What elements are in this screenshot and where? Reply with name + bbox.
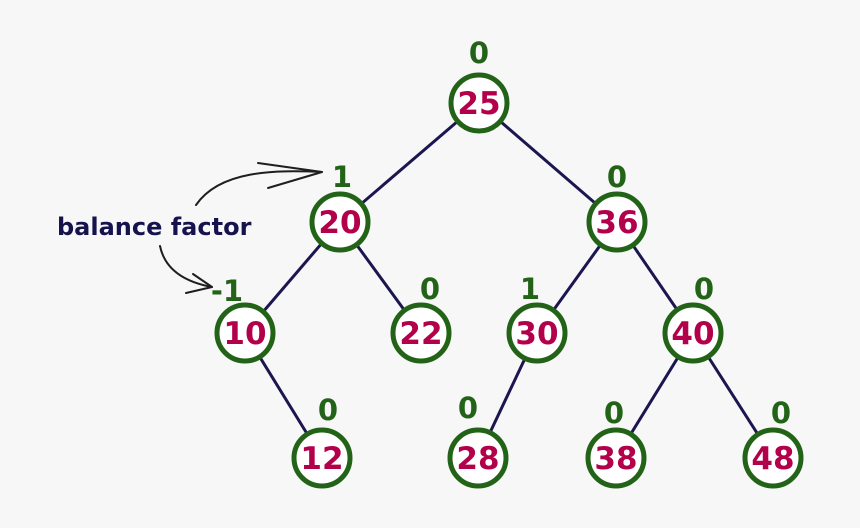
node-value: 40 [671, 316, 714, 352]
balance-factor-10: -1 [211, 274, 243, 308]
balance-factor-40: 0 [694, 272, 714, 306]
node-22: 22 [390, 302, 452, 364]
annotation: balance factor [57, 162, 323, 294]
annotation-arrowhead-lower [185, 273, 213, 294]
node-30: 30 [506, 302, 568, 364]
balance-factor-20: 1 [332, 160, 352, 194]
node-circle [662, 302, 724, 364]
node-36: 36 [586, 191, 648, 253]
node-12: 12 [291, 427, 353, 489]
node-value: 36 [595, 205, 638, 241]
node-value: 10 [223, 316, 266, 352]
node-circle [214, 302, 276, 364]
balance-factor-22: 0 [420, 272, 440, 306]
node-48: 48 [742, 427, 804, 489]
node-value: 25 [457, 86, 500, 122]
node-circle [448, 72, 510, 134]
node-circle [390, 302, 452, 364]
balance-factor-12: 0 [318, 393, 338, 427]
node-value: 30 [515, 316, 558, 352]
annotation-label: balance factor [57, 213, 252, 241]
annotation-arrowhead-upper [257, 162, 323, 189]
balance-factor-25: 0 [469, 36, 489, 70]
node-28: 28 [447, 427, 509, 489]
node-value: 28 [456, 441, 499, 477]
node-10: 10 [214, 302, 276, 364]
node-circle [447, 427, 509, 489]
node-circle [506, 302, 568, 364]
node-value: 20 [318, 205, 361, 241]
annotation-arrow-lower [159, 245, 213, 288]
node-value: 12 [300, 441, 343, 477]
node-value: 22 [399, 316, 442, 352]
balance-factor-48: 0 [771, 396, 791, 430]
node-20: 20 [309, 191, 371, 253]
balance-factor-28: 0 [458, 391, 478, 425]
node-circle [309, 191, 371, 253]
node-circle [291, 427, 353, 489]
node-40: 40 [662, 302, 724, 364]
node-circle [742, 427, 804, 489]
node-38: 38 [585, 427, 647, 489]
node-value: 38 [594, 441, 637, 477]
node-25: 25 [448, 72, 510, 134]
balance-factor-38: 0 [604, 396, 624, 430]
balance-factor-30: 1 [520, 272, 540, 306]
node-circle [586, 191, 648, 253]
node-circle [585, 427, 647, 489]
node-value: 48 [751, 441, 794, 477]
balance-factor-36: 0 [607, 160, 627, 194]
annotation-arrow-upper [195, 170, 323, 206]
